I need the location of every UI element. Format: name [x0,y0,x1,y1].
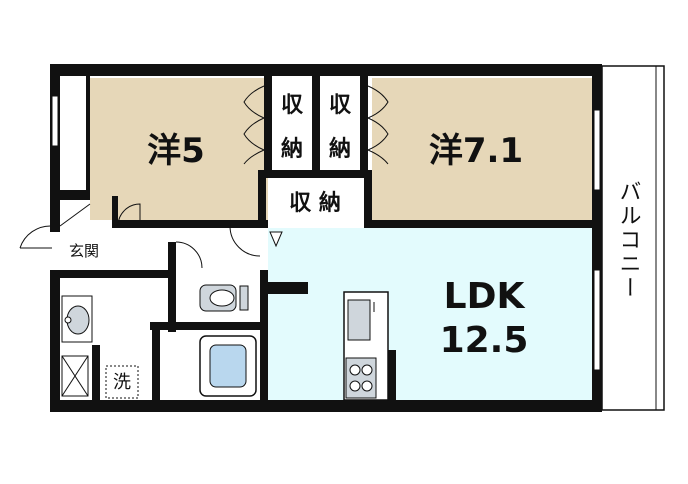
left-window [51,95,59,147]
wall-entrance-top [60,190,90,200]
bathtub-icon [199,335,257,397]
entrance-label: 玄関 [69,242,99,260]
wash-basin-icon [61,295,93,343]
closet-label-right-2: 納 [329,136,351,162]
wall-toilet-left [168,242,176,332]
room-label-western-right: 洋7.1 [429,131,523,171]
wall-closet-divider-3 [360,76,368,176]
kitchen-counter [343,291,389,401]
door-hinge-marker [269,231,283,248]
balcony-label: バルコニー [616,180,641,300]
wall-closet-divider-2 [312,76,320,176]
closet-right-doors [367,85,389,165]
closet-label-middle: 収 納 [289,190,341,216]
room-label-western-left: 洋5 [147,131,205,171]
room-label-ldk: LDK [444,276,526,317]
western-room-right-floor [372,78,594,220]
wall-top [50,64,602,76]
wall-ldk-stub [268,282,308,294]
wall-ldk-left [260,270,268,410]
wall-right [592,64,602,412]
closet-label-right-1: 収 [329,93,352,118]
door-swings [19,203,261,269]
laundry-label: 洗 [113,372,131,393]
wall-middle-closet-right [364,170,372,228]
wall-room-left-bottom [112,220,268,228]
western-room-left-floor [90,78,268,220]
closet-label-left-2: 納 [281,136,303,162]
right-window-lower [593,269,601,371]
sliding-door-marks [90,222,398,276]
wall-closet-divider-1 [264,76,272,176]
wall-kitchen-right [388,350,396,400]
closet-left-doors [243,85,265,165]
wall-toilet-bottom [150,322,260,330]
wall-bottom [50,400,602,412]
wall-room-left-left [86,76,90,200]
washing-machine-slot [61,355,89,397]
toilet-icon [199,284,249,312]
wall-room-right-bottom [364,220,592,228]
wall-left-lower [50,270,60,412]
wall-room-left-step [112,196,118,226]
wall-wash-top [92,345,100,410]
wall-middle-closet-top [258,170,372,178]
closet-label-left-1: 収 [281,93,304,118]
ldk-floor [268,228,594,400]
wall-middle-closet-left [258,170,266,228]
wall-bath-left [152,322,160,410]
wall-left-upper [50,64,60,232]
right-window-upper [593,109,601,191]
laundry-space [105,365,139,399]
room-size-ldk: 12.5 [440,320,529,361]
